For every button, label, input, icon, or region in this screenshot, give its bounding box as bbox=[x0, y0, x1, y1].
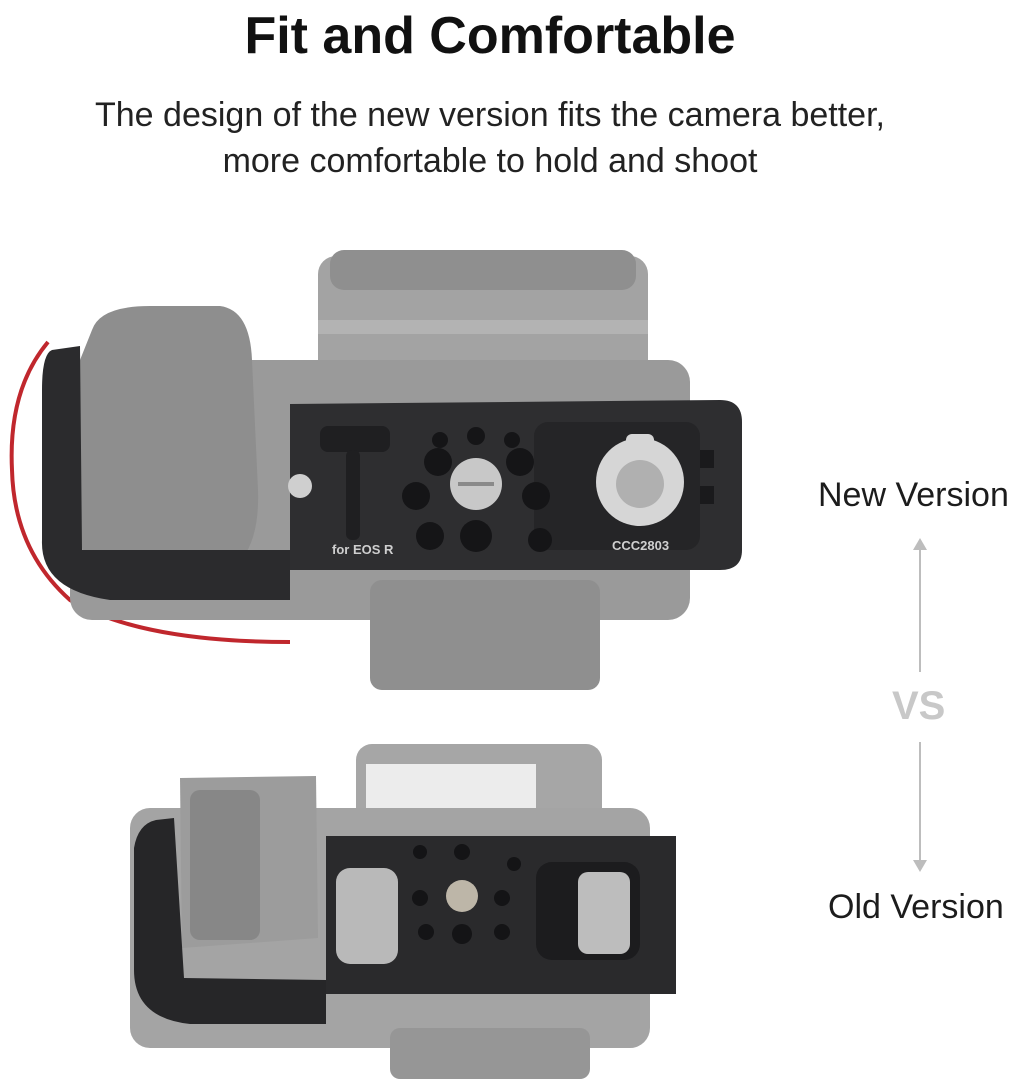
arrow-down-icon bbox=[913, 860, 927, 872]
mounting-holes bbox=[412, 844, 521, 944]
center-screw bbox=[446, 880, 478, 912]
new-version-cage-image: for EOS R CCC2803 bbox=[9, 250, 742, 690]
arrow-line-down bbox=[919, 742, 921, 862]
eyepiece bbox=[370, 580, 600, 690]
old-version-label: Old Version bbox=[828, 888, 1004, 926]
page-subtitle: The design of the new version fits the c… bbox=[0, 92, 980, 184]
side-knob bbox=[288, 474, 312, 498]
cage-slot bbox=[320, 426, 390, 452]
subtitle-line-1: The design of the new version fits the c… bbox=[95, 96, 885, 134]
subtitle-line-2: more comfortable to hold and shoot bbox=[222, 142, 758, 180]
cage-side-arm bbox=[134, 818, 326, 1024]
old-version-cage-image bbox=[130, 744, 676, 1079]
mounting-holes bbox=[402, 427, 552, 552]
cage-side-arm bbox=[41, 346, 290, 600]
cage-cutout-left bbox=[336, 868, 398, 964]
engraving-model: for EOS R bbox=[332, 542, 394, 557]
arrow-line-up bbox=[919, 548, 921, 672]
camera-grip bbox=[80, 306, 259, 570]
vs-label: VS bbox=[892, 684, 946, 728]
engraving-code: CCC2803 bbox=[612, 538, 669, 553]
eyepiece bbox=[390, 1028, 590, 1079]
arrow-up-icon bbox=[913, 538, 927, 550]
new-version-label: New Version bbox=[818, 476, 1009, 514]
grip-highlight-curve bbox=[9, 340, 291, 644]
page-title: Fit and Comfortable bbox=[244, 7, 736, 65]
